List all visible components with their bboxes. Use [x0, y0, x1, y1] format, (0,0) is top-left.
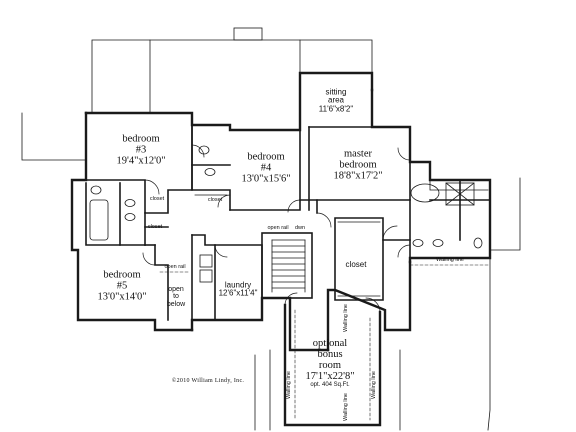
bedroom-3-name: bedroom [122, 133, 160, 145]
open-to-below-label: open to below [167, 286, 185, 308]
closet-label-b: closet [147, 224, 163, 231]
bedroom-5-number: #5 [116, 280, 128, 292]
walling-line-bonus-right-label: Walling line [371, 371, 378, 399]
bedroom-5-dimensions: 13'0"x14'0" [97, 291, 147, 303]
bonus-room-dimensions: 17'1"x22'8" [305, 370, 355, 382]
door-swings [142, 144, 411, 313]
laundry-label: laundry 12'6"x11'4" [218, 280, 258, 299]
bedroom-4-number: #4 [260, 162, 272, 174]
bedroom-5-name: bedroom [103, 269, 141, 281]
stair-down-label: dwn [294, 225, 306, 232]
open-to-below-line-1: open [168, 285, 184, 293]
master-bedroom-dimensions: 18'8"x17'2" [333, 170, 383, 182]
copyright-notice: ©2010 William Lindy, Inc. [171, 377, 245, 384]
bedroom-3-label: bedroom #3 19'4"x12'0" [116, 133, 165, 166]
closet-label-a: closet [149, 196, 165, 203]
sitting-area-label: sitting area 11'6"x8'2" [318, 87, 354, 114]
open-to-below-line-2: to [173, 293, 179, 301]
bonus-room-name-3: room [318, 359, 342, 371]
walling-line-bonus-left-label: Walling line [286, 371, 293, 399]
bonus-room-name-2: bonus [317, 348, 343, 360]
walling-line-bonus-rr-label: Walling line [343, 393, 350, 421]
bedroom-5-label: bedroom #5 13'0"x14'0" [97, 269, 146, 302]
master-bedroom-name-1: master [343, 148, 372, 160]
laundry-dimensions: 12'6"x11'4" [218, 289, 258, 298]
walling-line-bonus-rl-label: Walling line [343, 304, 350, 332]
bedroom-4-closet-label: closet [207, 197, 223, 204]
open-to-below-line-3: below [166, 300, 186, 308]
bonus-room-label: optional bonus room 17'1"x22'8" opt. 404… [305, 338, 354, 388]
sitting-area-name-1: sitting [325, 87, 347, 97]
laundry-name: laundry [224, 280, 252, 290]
bonus-room-area: opt. 404 Sq.Ft. [310, 381, 350, 388]
master-closet-label: closet [345, 259, 367, 269]
sitting-area-dimensions: 11'6"x8'2" [318, 104, 354, 114]
bath-fixtures [89, 145, 483, 297]
bedroom-3-dimensions: 19'4"x12'0" [116, 155, 166, 167]
interior-walls [85, 124, 491, 321]
master-bedroom-label: master bedroom 18'8"x17'2" [333, 148, 382, 181]
bedroom-4-dimensions: 13'0"x15'6" [241, 173, 291, 185]
stair-treads [271, 239, 306, 293]
sitting-area-name-2: area [327, 95, 345, 105]
stair-rail-label: open rail [267, 225, 289, 232]
master-bedroom-name-2: bedroom [339, 159, 377, 171]
bedroom-4-name: bedroom [247, 151, 285, 163]
rail-left-label: open rail [164, 264, 186, 271]
exterior-walls [70, 71, 492, 427]
walling-line-right-label: Walling line [436, 257, 464, 264]
bedroom-3-number: #3 [135, 144, 147, 156]
bedroom-4-label: bedroom #4 13'0"x15'6" [241, 151, 290, 184]
walling-lines [159, 264, 489, 421]
bonus-room-name-1: optional [312, 337, 348, 349]
